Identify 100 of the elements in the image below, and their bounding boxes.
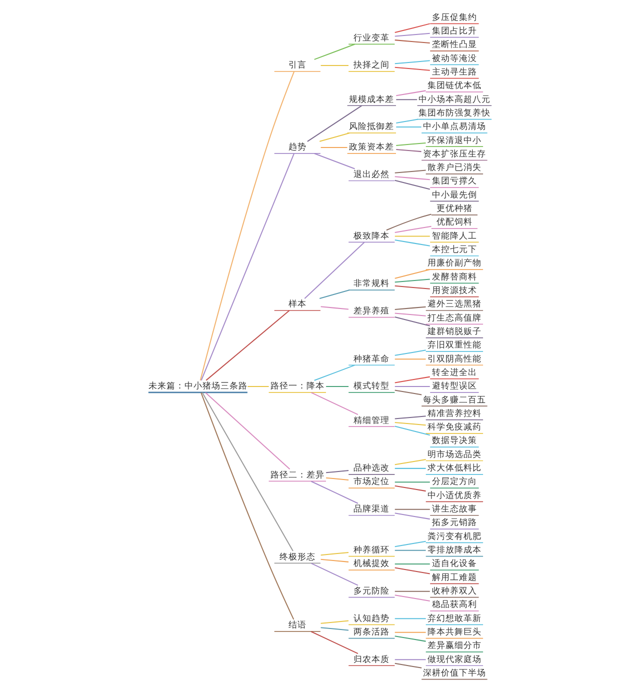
connector — [394, 358, 426, 360]
connector — [394, 416, 426, 420]
node-text: 稳品获高利 — [432, 600, 477, 610]
node-text: 主动寻生路 — [432, 67, 477, 78]
connector — [394, 590, 430, 592]
connector — [394, 422, 426, 426]
node-text: 品种选改 — [354, 464, 390, 474]
node-text: 集团亏撑久 — [432, 176, 477, 187]
node-text: 规模成本差 — [349, 94, 394, 105]
node-text: 数据导决策 — [432, 436, 477, 446]
connector — [394, 170, 426, 174]
connector — [394, 278, 430, 283]
connector — [394, 32, 430, 37]
connector — [320, 552, 349, 556]
node-text: 散养户已消失 — [427, 163, 482, 174]
node-text: 结语 — [288, 620, 306, 631]
node-text: 集团布防强复养快 — [418, 108, 490, 118]
node-text: 用廉价副产物 — [427, 258, 482, 269]
node-text: 趋势 — [288, 142, 306, 153]
node-text: 品牌渠道 — [354, 504, 390, 515]
node-text: 更优种猪 — [436, 204, 472, 214]
connector — [394, 269, 430, 279]
connector — [394, 390, 422, 396]
node-text: 路径二：差异 — [270, 470, 324, 480]
node-text: 被动等淹没 — [432, 54, 477, 64]
connector — [319, 290, 350, 299]
node-text: 退出必然 — [354, 170, 390, 180]
node-text: 集团占比升 — [432, 26, 477, 36]
node-text: 适自化设备 — [432, 559, 477, 570]
connector — [319, 132, 350, 142]
connector — [320, 306, 349, 310]
node-text: 做现代家庭场 — [427, 654, 482, 665]
connector — [394, 659, 426, 660]
node-text: 中小单点易清场 — [422, 122, 486, 132]
node-text: 路径一：降本 — [270, 382, 324, 392]
connector — [396, 118, 418, 124]
node-text: 非常规料 — [354, 279, 390, 290]
connector — [386, 214, 432, 231]
node-text: 机械提效 — [354, 559, 390, 570]
node-text: 避转型误区 — [432, 382, 477, 392]
node-text: 优配饲料 — [436, 218, 472, 228]
connector — [394, 567, 430, 574]
connector — [394, 239, 430, 246]
connector — [394, 508, 430, 510]
node-text: 多压促集约 — [432, 12, 477, 23]
node-text: 转全进全出 — [432, 368, 477, 378]
connector — [314, 44, 355, 60]
connector — [394, 618, 426, 620]
node-text: 多元防险 — [354, 586, 390, 596]
node-text: 种猪革命 — [354, 354, 390, 364]
connector — [320, 558, 349, 562]
node-text: 抉择之间 — [354, 60, 390, 71]
node-text: 终极形态 — [279, 552, 316, 562]
connector — [394, 306, 426, 310]
connector — [326, 386, 349, 387]
node-text: 中小适优质养 — [427, 490, 482, 501]
node-text: 政策资本差 — [349, 142, 394, 153]
node-text: 建群销脱贩子 — [427, 326, 482, 337]
node-text: 零排放降成本 — [427, 546, 482, 556]
node-text: 垄断性凸显 — [432, 40, 477, 50]
connector — [394, 485, 426, 492]
connector — [320, 146, 348, 148]
connector — [320, 627, 349, 631]
connector — [200, 392, 294, 620]
node-text: 样本 — [288, 300, 306, 310]
node-text: 打生态高值牌 — [427, 313, 482, 324]
node-text: 差异赢细分市 — [427, 641, 482, 652]
node-text: 集团链优本低 — [427, 81, 482, 92]
connector — [205, 392, 290, 470]
connector — [394, 426, 430, 436]
connector — [394, 540, 426, 548]
connector — [394, 458, 426, 466]
connector — [394, 60, 430, 64]
connector — [394, 285, 430, 290]
node-text: 求大体低料比 — [427, 464, 482, 474]
connector — [310, 562, 358, 586]
node-text: 收种养双入 — [432, 586, 477, 596]
connector — [200, 153, 294, 381]
connector — [304, 242, 365, 299]
node-text: 解用工难题 — [432, 572, 477, 583]
node-text: 差异养殖 — [354, 306, 390, 316]
connector — [394, 662, 422, 668]
node-text: 两条活路 — [354, 627, 390, 638]
connector — [394, 180, 430, 190]
connector — [394, 636, 426, 642]
node-text: 每头多赚二百五 — [422, 395, 486, 406]
node-text: 弃幻想敢革新 — [427, 614, 482, 624]
connector — [394, 236, 430, 237]
connector — [310, 480, 358, 504]
connector — [394, 312, 426, 316]
connector — [310, 392, 358, 416]
connector — [326, 470, 349, 474]
node-text: 精准营养控料 — [427, 408, 482, 419]
connector — [248, 386, 269, 387]
node-text: 环保清退中小 — [427, 136, 482, 146]
node-text: 行业变革 — [354, 33, 390, 44]
connector — [396, 142, 426, 146]
node-text: 拓多元销路 — [432, 518, 477, 528]
node-text: 认知趋势 — [354, 614, 390, 624]
connector — [394, 66, 430, 71]
